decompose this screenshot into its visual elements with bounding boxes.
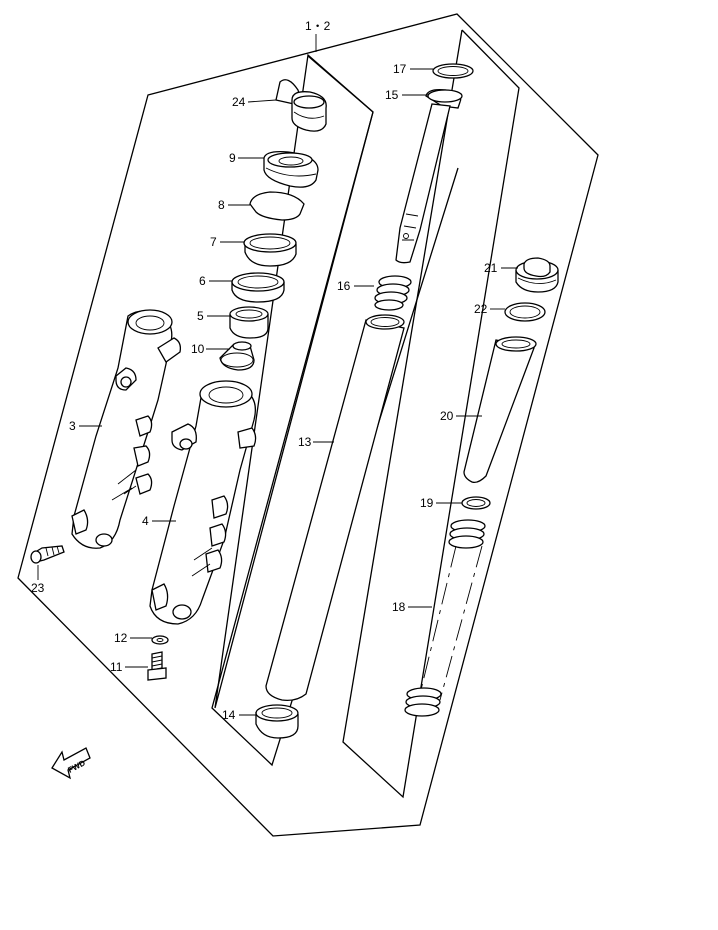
part-13-inner-tube[interactable] — [265, 314, 405, 702]
label-24: 24 — [232, 95, 246, 109]
forward-direction-arrow-icon: FWD — [51, 747, 91, 780]
label-18: 18 — [392, 600, 406, 614]
label-17: 17 — [393, 62, 407, 76]
part-12-gasket[interactable] — [151, 635, 169, 645]
part-18-fork-spring[interactable] — [404, 519, 486, 717]
part-15-damper-rod[interactable] — [395, 88, 463, 264]
label-10: 10 — [191, 342, 205, 356]
label-5: 5 — [197, 309, 204, 323]
label-3: 3 — [69, 419, 76, 433]
label-22: 22 — [474, 302, 488, 316]
part-14-slide-metal[interactable] — [255, 704, 299, 739]
leader-24 — [247, 99, 277, 103]
label-19: 19 — [420, 496, 434, 510]
label-7: 7 — [210, 235, 217, 249]
label-8: 8 — [218, 198, 225, 212]
part-9-oil-seal[interactable] — [263, 150, 319, 188]
assembly-outline — [17, 13, 599, 837]
part-21-fork-cap-bolt[interactable] — [515, 257, 559, 293]
part-19-spring-seat[interactable] — [461, 496, 491, 510]
label-9: 9 — [229, 151, 236, 165]
part-5-guide-bushing[interactable] — [229, 306, 269, 339]
part-6-slide-bushing[interactable] — [231, 272, 285, 303]
part-11-damper-rod-bolt[interactable] — [147, 651, 167, 681]
label-16: 16 — [337, 279, 351, 293]
label-12: 12 — [114, 631, 128, 645]
label-14: 14 — [222, 708, 236, 722]
part-3-outer-tube-right[interactable] — [71, 309, 182, 549]
label-6: 6 — [199, 274, 206, 288]
part-8-circlip[interactable] — [249, 191, 305, 221]
part-4-outer-tube-left[interactable] — [149, 380, 257, 625]
part-22-o-ring[interactable] — [504, 302, 546, 322]
part-24-dust-seal-boot[interactable] — [275, 79, 327, 132]
label-13: 13 — [298, 435, 312, 449]
label-assembly: 1・2 — [305, 19, 331, 33]
part-16-rebound-spring[interactable] — [374, 275, 412, 311]
label-15: 15 — [385, 88, 399, 102]
part-23-axle-pinch-bolt[interactable] — [30, 545, 65, 564]
label-4: 4 — [142, 514, 149, 528]
part-20-spacer[interactable] — [463, 336, 537, 484]
spring-panel-outline — [342, 29, 520, 799]
part-7-oil-seal-washer[interactable] — [243, 233, 297, 267]
part-10-oil-lock-piece[interactable] — [219, 341, 255, 371]
inner-tube-panel-top — [307, 55, 374, 113]
part-17-piston-ring[interactable] — [432, 63, 474, 79]
label-23: 23 — [31, 581, 45, 595]
label-20: 20 — [440, 409, 454, 423]
label-11: 11 — [110, 660, 123, 674]
label-21: 21 — [484, 261, 498, 275]
